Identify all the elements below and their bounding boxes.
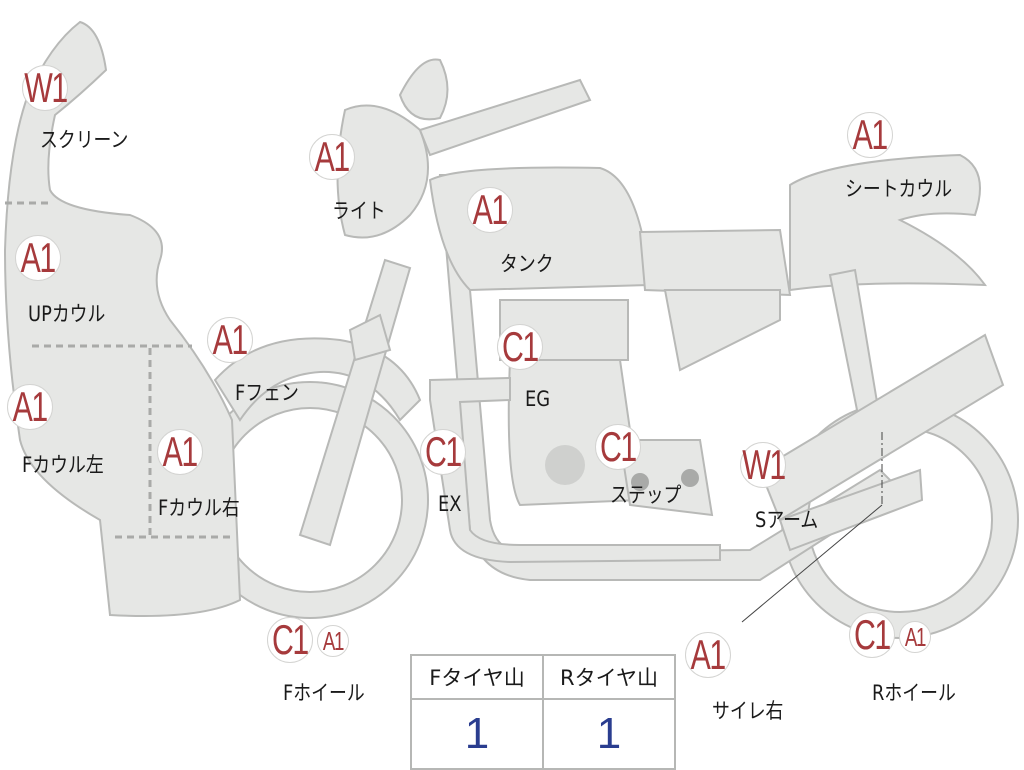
grade-text: C1 [600,423,637,470]
grade-marker-rear-wheel-secondary: A1 [899,621,931,653]
grade-marker-front-fender: A1 [207,317,253,363]
grade-text: C1 [425,428,462,475]
grade-marker-screen: W1 [22,65,68,111]
grade-marker-front-cowl-left: A1 [7,384,53,430]
label-screen: スクリーン [40,128,129,152]
label-front-cowl-left: Fカウル左 [22,453,104,477]
rear-tire-value: 1 [542,698,676,770]
label-silencer-right: サイレ右 [712,699,784,723]
grade-text: W1 [23,64,68,111]
grade-marker-front-cowl-right: A1 [157,429,203,475]
exhaust [429,376,721,564]
grade-marker-front-wheel-secondary: A1 [317,625,349,657]
seat-cowl [789,153,988,292]
label-seat-cowl: シートカウル [845,177,953,201]
grade-text: C1 [854,611,891,658]
grade-marker-front-wheel: C1 [267,617,313,663]
grade-marker-silencer-right: A1 [685,632,731,678]
label-front-cowl-right: Fカウル右 [158,496,240,520]
grade-marker-seat-cowl: A1 [847,112,893,158]
label-tank: タンク [500,252,554,276]
grade-text: W1 [741,441,786,488]
tire-tread-table: Fタイヤ山 Rタイヤ山 1 1 [410,654,676,770]
label-engine: EG [525,387,551,411]
grade-text: C1 [272,616,309,663]
label-exhaust: EX [438,492,462,516]
grade-marker-up-cowl: A1 [15,235,61,281]
grade-text: A1 [12,383,49,430]
grade-marker-light: A1 [309,134,355,180]
grade-text: A1 [212,316,249,363]
label-light: ライト [332,199,386,223]
front-tire-header: Fタイヤ山 [410,654,544,700]
grade-text: A1 [314,133,351,180]
grade-marker-swing-arm: W1 [740,442,786,488]
label-rear-wheel: Rホイール [872,681,956,705]
grade-marker-rear-wheel: C1 [849,612,895,658]
label-step: ステップ [610,483,682,507]
grade-marker-tank: A1 [467,187,513,233]
grade-text: C1 [502,323,539,370]
label-swing-arm: Sアーム [755,508,819,532]
grade-text: A1 [904,622,926,652]
grade-marker-step: C1 [595,424,641,470]
front-tire-value: 1 [410,698,544,770]
grade-marker-engine: C1 [497,324,543,370]
label-front-fender: Fフェン [235,381,299,405]
headlight [336,104,429,239]
grade-marker-exhaust: C1 [420,429,466,475]
label-up-cowl: UPカウル [28,302,106,326]
grade-text: A1 [322,626,344,656]
label-front-wheel: Fホイール [283,681,365,705]
grade-text: A1 [162,428,199,475]
rear-tire-header: Rタイヤ山 [542,654,676,700]
grade-text: A1 [690,631,727,678]
grade-text: A1 [472,186,509,233]
grade-text: A1 [852,111,889,158]
swing-arm [758,333,1005,522]
grade-text: A1 [20,234,57,281]
